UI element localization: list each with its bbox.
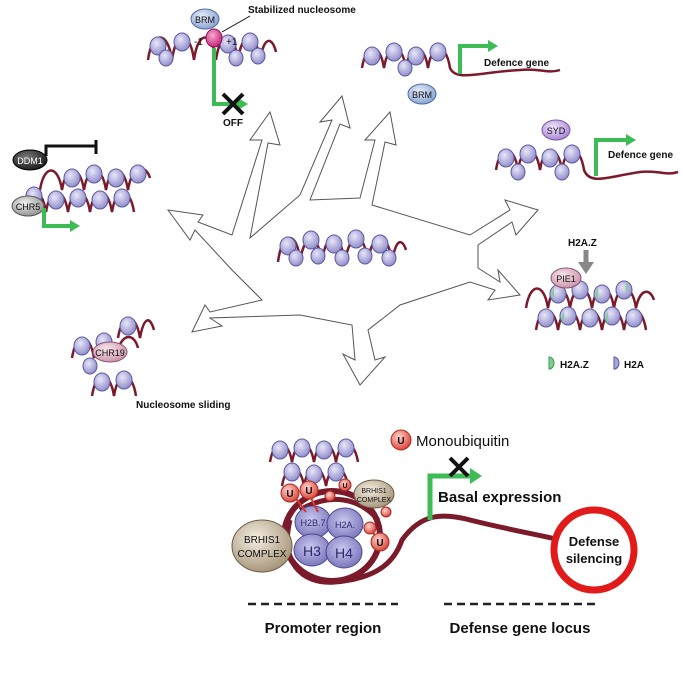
ubiquitin-u-7: U (376, 538, 383, 549)
chr19-sliding-panel: CHR19 Nucleosome sliding (70, 316, 230, 411)
ubiquitin-ball-7 (370, 532, 390, 552)
ubiquitin-marks: U U U U (280, 478, 392, 552)
chr5-label: CHR5 (16, 202, 41, 212)
defense-silencing-label-1: Defense (569, 534, 620, 549)
pie1-protein (550, 267, 582, 289)
brm-defence-panel: BRM Defence gene (360, 40, 561, 105)
ubiquitin-ball-1 (280, 483, 300, 503)
chr5-arrow (42, 208, 70, 228)
basal-expression-label: Basal expression (438, 489, 561, 506)
ubiquitin-ball-4 (324, 490, 336, 502)
h4-label: H4 (335, 545, 353, 561)
brhis1-small-label-1: BRHIS1 (361, 488, 386, 495)
brm-stabilized-panel: BRM Stabilized nucleosome -1 +1 OFF (146, 5, 356, 129)
chr5-protein (11, 195, 45, 217)
legend-h2az-label: H2A.Z (560, 360, 589, 371)
histone-octamer: H2B.7 H2A. H3 H4 (293, 505, 364, 569)
h2b-label: H2B.7 (300, 518, 325, 528)
defense-gene-locus-label: Defense gene locus (450, 620, 591, 637)
pie1-h2az-panel: PIE1 H2A.Z H2A.Z H2A (524, 238, 656, 371)
off-x-mark (221, 92, 245, 116)
ubiquitin-u-2: U (305, 486, 312, 497)
off-label: OFF (223, 118, 243, 129)
nucleosome-cluster (268, 438, 360, 487)
brm-protein-2 (407, 83, 437, 105)
defense-silencing-circle (550, 506, 638, 594)
legend-h2a-label: H2A (624, 360, 644, 371)
brm-protein (190, 8, 220, 30)
ubiquitin-ball-3 (338, 478, 352, 492)
minus-one-label: -1 (194, 37, 203, 48)
plus-one-label: +1 (226, 37, 238, 48)
monoubiquitin-legend-icon (390, 429, 412, 451)
defence-gene-label-1: Defence gene (484, 58, 549, 69)
ubiquitin-ball-2 (299, 480, 319, 500)
basal-expression-arrow (427, 473, 470, 520)
central-histones (279, 229, 397, 267)
defence-gene-label-2: Defence gene (608, 150, 673, 161)
promoter-region-label: Promoter region (265, 620, 382, 637)
brhis1-complex-big (231, 519, 293, 573)
brhis1-mechanism: U Monoubiquitin H2B.7 H2A. H3 H4 (231, 429, 638, 637)
h3-label: H3 (303, 543, 321, 559)
brhis1-big-label-2: COMPLEX (238, 549, 287, 560)
syd-protein (541, 119, 571, 141)
tss-arrow-green (212, 48, 238, 106)
brhis1-complex-small (353, 479, 395, 509)
pie1-label: PIE1 (556, 274, 576, 284)
h2az-arrow-label: H2A.Z (568, 238, 597, 249)
basal-expression-x-mark (448, 456, 470, 478)
stabilized-nucleosome-label: Stabilized nucleosome (248, 5, 356, 16)
brm-label-2: BRM (412, 90, 432, 100)
monoubiquitin-label: Monoubiquitin (416, 433, 509, 450)
ddm1-chr5-panel: DDM1 CHR5 (11, 140, 152, 232)
chr19-protein (92, 341, 128, 363)
syd-label: SYD (547, 126, 566, 136)
stabilized-nucleosome-histone (205, 28, 223, 48)
ddm1-protein (12, 149, 48, 171)
ddm1-label: DDM1 (17, 156, 43, 166)
syd-defence-panel: SYD Defence gene (494, 119, 679, 181)
ubiquitin-ball-6 (363, 521, 377, 535)
monoubiquitin-legend-u: U (397, 436, 404, 447)
h2a-label: H2A. (335, 520, 355, 530)
ubiquitin-ball-5 (380, 506, 392, 518)
ubiquitin-u-1: U (286, 489, 293, 500)
nucleosome-sliding-label: Nucleosome sliding (136, 400, 230, 411)
brhis1-big-label-1: BRHIS1 (244, 535, 281, 546)
brm-label: BRM (195, 15, 215, 25)
ubiquitin-u-3: U (342, 483, 347, 490)
brhis1-small-label-2: COMPLEX (357, 497, 392, 504)
ddm1-inhibition (44, 140, 98, 156)
defense-silencing-label-2: silencing (566, 551, 622, 566)
chr19-label: CHR19 (95, 348, 125, 358)
